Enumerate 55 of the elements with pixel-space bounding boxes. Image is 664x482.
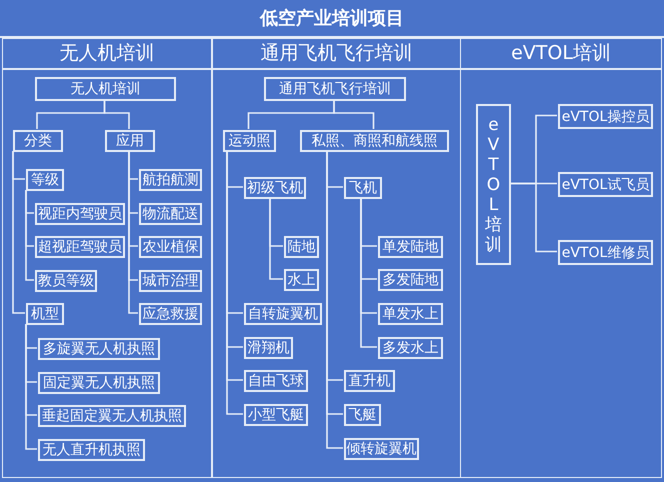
category-box: 物流配送 xyxy=(139,203,202,225)
category-box: eVTOL维修员 xyxy=(558,240,653,265)
category-box: 单发水上 xyxy=(378,303,443,325)
category-box: 滑翔机 xyxy=(244,337,293,359)
category-box: 陆地 xyxy=(284,236,319,258)
category-box: 城市治理 xyxy=(139,270,202,292)
tree-connector xyxy=(12,151,25,314)
category-box: 超视距驾驶员 xyxy=(35,236,125,258)
column-header: 无人机培训 xyxy=(3,39,211,70)
column-panel xyxy=(2,38,212,478)
category-box: 飞机 xyxy=(344,177,382,199)
category-box: eVTOL培训 xyxy=(476,104,511,265)
category-box: 多旋翼无人机执照 xyxy=(38,338,160,360)
category-box: 运动照 xyxy=(223,130,276,152)
category-box: 小型飞艇 xyxy=(244,404,308,426)
tree-connector xyxy=(25,190,34,281)
category-box: 无人机培训 xyxy=(35,77,176,101)
category-box: 多发水上 xyxy=(378,337,443,359)
category-box: 私照、商照和航线照 xyxy=(300,130,449,152)
tree-connector xyxy=(25,324,37,450)
category-box: 水上 xyxy=(284,269,319,291)
category-box: 教员等级 xyxy=(35,270,97,292)
category-box: 应用 xyxy=(105,130,155,152)
tree-connector xyxy=(360,198,377,348)
category-box: 等级 xyxy=(26,169,64,191)
category-box: 通用飞机飞行培训 xyxy=(264,77,406,101)
category-box: 分类 xyxy=(13,130,63,152)
column-header: 通用飞机飞行培训 xyxy=(213,39,460,70)
tree-connector xyxy=(269,198,283,280)
category-box: 多发陆地 xyxy=(378,269,443,291)
tree-connector xyxy=(510,182,557,252)
category-box: 机型 xyxy=(26,303,64,325)
category-box: 垂起固定翼无人机执照 xyxy=(38,405,186,427)
tree-connector xyxy=(333,100,374,129)
column-panel xyxy=(212,38,461,478)
category-box: 无人直升机执照 xyxy=(38,439,145,461)
category-box: 飞艇 xyxy=(344,404,381,426)
category-box: 倾转旋翼机 xyxy=(344,438,419,460)
category-box: 自由飞球 xyxy=(244,370,308,392)
category-box: 视距内驾驶员 xyxy=(35,203,125,225)
category-box: eVTOL试飞员 xyxy=(558,172,653,197)
column-panel xyxy=(460,38,662,478)
title-bar: 低空产业培训项目 xyxy=(0,0,664,38)
category-box: eVTOL操控员 xyxy=(558,104,653,129)
category-box: 直升机 xyxy=(344,370,395,392)
tree-connector xyxy=(104,100,130,129)
category-box: 初级飞机 xyxy=(244,177,306,199)
category-box: 单发陆地 xyxy=(378,236,443,258)
category-box: 自转旋翼机 xyxy=(244,303,322,325)
category-box: 应急救援 xyxy=(139,303,202,325)
tree-connector xyxy=(128,151,138,314)
category-box: 农业植保 xyxy=(139,236,202,258)
column-header: eVTOL培训 xyxy=(461,39,661,70)
category-box: 固定翼无人机执照 xyxy=(38,372,160,394)
category-box: 航拍航测 xyxy=(139,169,202,191)
